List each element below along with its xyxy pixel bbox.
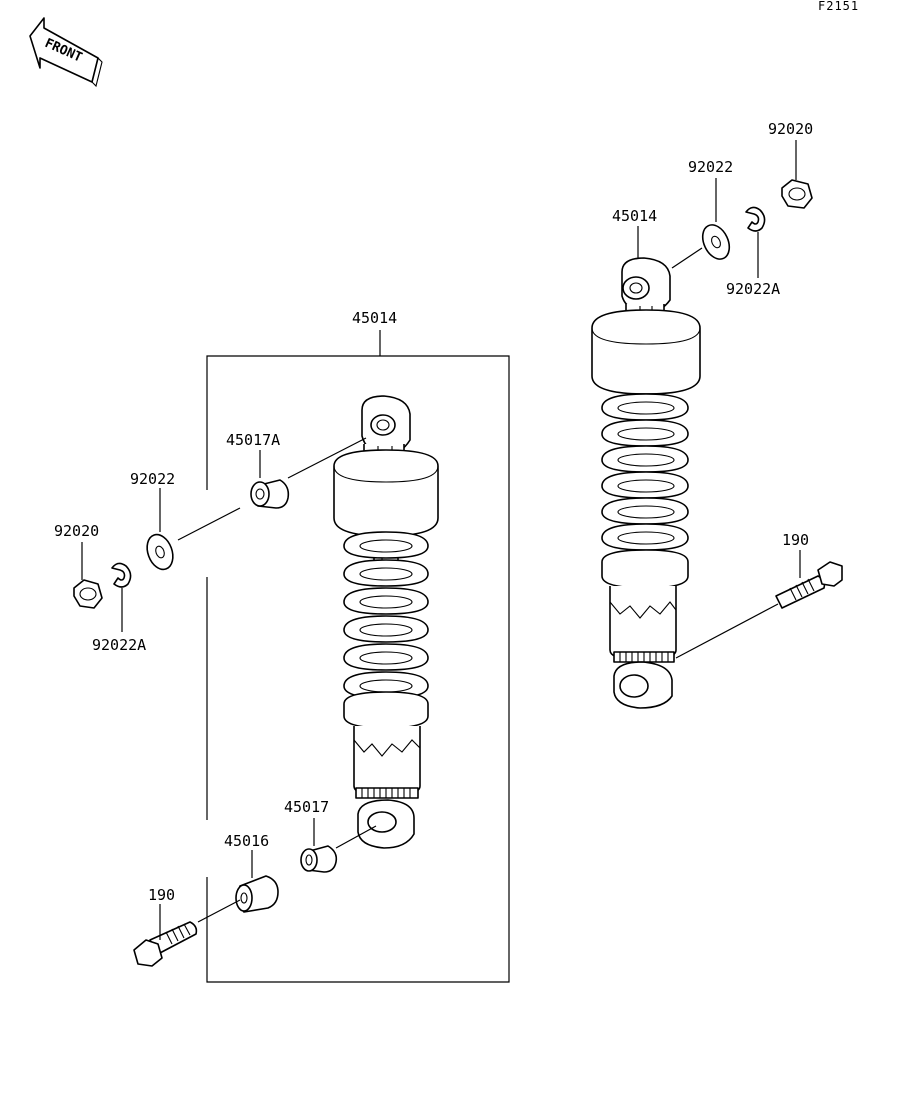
right-label-92022: 92022: [688, 158, 733, 176]
left-assembly-bracket: [206, 330, 510, 983]
right-label-92020: 92020: [768, 120, 813, 138]
figure-code: F2151: [818, 0, 859, 13]
left-label-45014: 45014: [352, 309, 397, 327]
left-bushing-45017A: [250, 479, 290, 509]
front-arrow-icon: FRONT: [29, 17, 103, 88]
right-nut-92020: [781, 179, 813, 209]
right-label-190: 190: [782, 531, 809, 549]
left-bolt-190: [133, 921, 198, 967]
right-label-45014: 45014: [612, 207, 657, 225]
left-label-190: 190: [148, 886, 175, 904]
left-nut-92020: [73, 579, 103, 609]
right-circlip-92022A: [745, 206, 766, 232]
left-label-92022: 92022: [130, 470, 175, 488]
left-label-45017: 45017: [284, 798, 329, 816]
left-bushing-45017: [300, 845, 338, 873]
left-circlip-92022A: [111, 562, 132, 588]
right-washer-92022: [701, 224, 731, 260]
left-collar-45016: [235, 875, 279, 913]
left-label-92020: 92020: [54, 522, 99, 540]
left-shock-absorber: [333, 395, 439, 849]
left-label-45016: 45016: [224, 832, 269, 850]
right-bolt-190: [775, 561, 843, 609]
left-washer-92022: [146, 533, 174, 571]
left-label-45017A: 45017A: [226, 431, 280, 449]
left-spring: [343, 531, 429, 699]
left-label-92022A: 92022A: [92, 636, 146, 654]
right-shock-absorber: [591, 257, 701, 709]
right-label-92022A: 92022A: [726, 280, 780, 298]
right-spring: [601, 393, 689, 551]
